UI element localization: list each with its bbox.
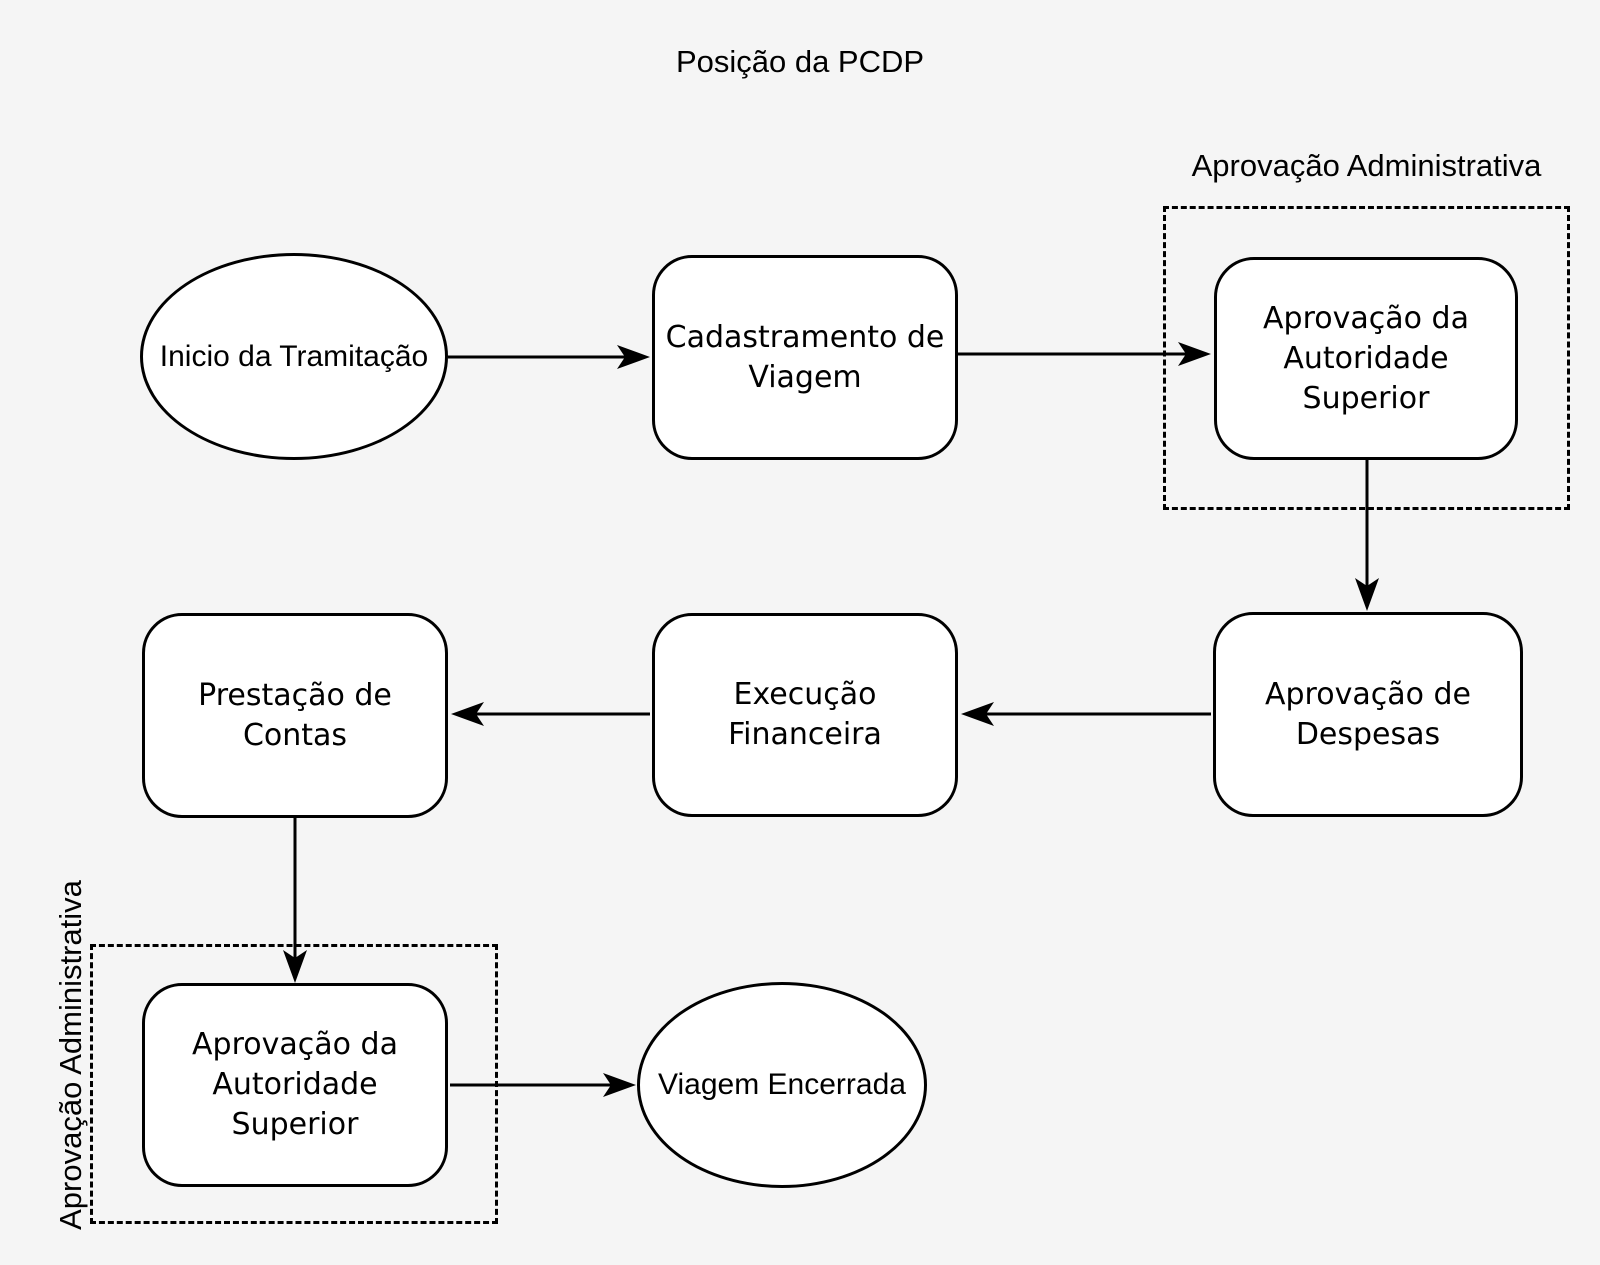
node-aprovacao-autoridade-superior-1: Aprovação da Autoridade Superior bbox=[1214, 257, 1518, 460]
node-aprovacao-de-despesas-label: Aprovação de Despesas bbox=[1264, 676, 1471, 752]
node-prestacao-de-contas-label: Prestação de Contas bbox=[198, 677, 392, 753]
cluster-top-label: Aprovação Administrativa bbox=[1191, 148, 1542, 183]
diagram-title: Posição da PCDP bbox=[675, 44, 925, 79]
node-cadastramento-de-viagem: Cadastramento de Viagem bbox=[652, 255, 958, 460]
node-viagem-encerrada: Viagem Encerrada bbox=[637, 982, 927, 1188]
node-execucao-financeira-label: Execução Financeira bbox=[728, 677, 882, 752]
node-viagem-encerrada-label: Viagem Encerrada bbox=[658, 1068, 906, 1101]
node-aprovacao-autoridade-superior-2: Aprovação da Autoridade Superior bbox=[142, 983, 448, 1187]
node-aprovacao-de-despesas: Aprovação de Despesas bbox=[1213, 612, 1523, 817]
node-aprovacao-autoridade-superior-1-label: Aprovação da Autoridade Superior bbox=[1263, 300, 1469, 416]
node-inicio-da-tramitacao: Inicio da Tramitação bbox=[140, 253, 448, 460]
node-aprovacao-autoridade-superior-2-label: Aprovação da Autoridade Superior bbox=[192, 1027, 398, 1142]
node-inicio-da-tramitacao-label: Inicio da Tramitação bbox=[159, 339, 429, 373]
node-prestacao-de-contas: Prestação de Contas bbox=[142, 613, 448, 818]
node-cadastramento-de-viagem-label: Cadastramento de Viagem bbox=[665, 319, 945, 395]
node-execucao-financeira: Execução Financeira bbox=[652, 613, 958, 817]
